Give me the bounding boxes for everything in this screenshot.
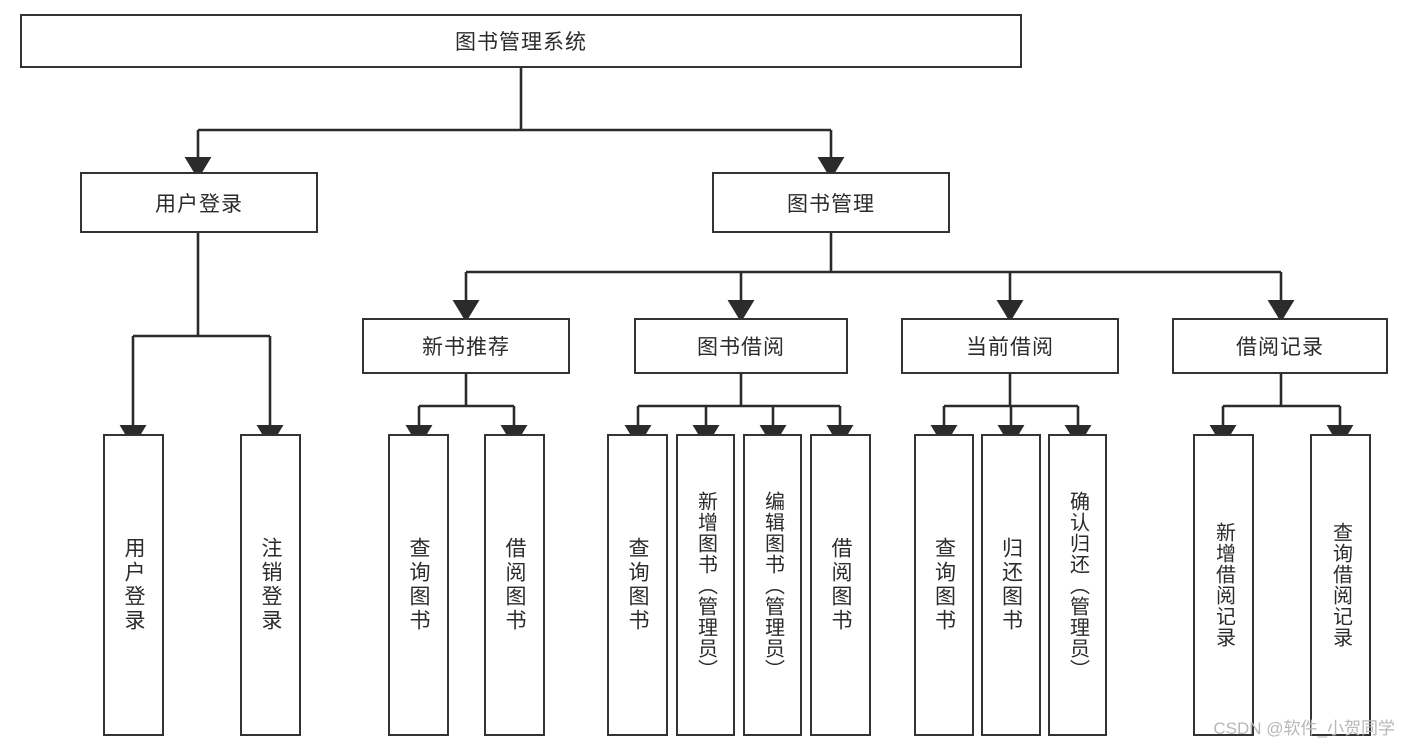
- leaf-book-borrow-edit[interactable]: 编辑图书（管理员）: [743, 434, 802, 736]
- leaf-user-login-logout-label: 注销登录: [259, 537, 282, 633]
- leaf-book-borrow-add[interactable]: 新增图书（管理员）: [676, 434, 735, 736]
- node-root-label: 图书管理系统: [455, 31, 587, 54]
- leaf-new-book-borrow[interactable]: 借阅图书: [484, 434, 545, 736]
- leaf-current-borrow-query[interactable]: 查询图书: [914, 434, 974, 736]
- leaf-book-borrow-add-label: 新增图书（管理员）: [694, 490, 717, 680]
- leaf-borrow-record-add-label: 新增借阅记录: [1212, 522, 1235, 648]
- leaf-current-borrow-confirm-label: 确认归还（管理员）: [1066, 490, 1089, 680]
- node-borrow-record-label: 借阅记录: [1236, 336, 1324, 359]
- leaf-current-borrow-return[interactable]: 归还图书: [981, 434, 1041, 736]
- leaf-current-borrow-query-label: 查询图书: [932, 537, 956, 633]
- leaf-book-borrow-edit-label: 编辑图书（管理员）: [761, 490, 784, 680]
- node-root[interactable]: 图书管理系统: [20, 14, 1022, 68]
- leaf-book-borrow-borrow[interactable]: 借阅图书: [810, 434, 871, 736]
- node-book-borrow[interactable]: 图书借阅: [634, 318, 848, 374]
- leaf-current-borrow-return-label: 归还图书: [999, 537, 1023, 633]
- leaf-user-login-logout[interactable]: 注销登录: [240, 434, 301, 736]
- leaf-current-borrow-confirm[interactable]: 确认归还（管理员）: [1048, 434, 1107, 736]
- leaf-new-book-borrow-label: 借阅图书: [503, 537, 526, 633]
- node-new-book-recommend[interactable]: 新书推荐: [362, 318, 570, 374]
- node-borrow-record[interactable]: 借阅记录: [1172, 318, 1388, 374]
- leaf-book-borrow-query[interactable]: 查询图书: [607, 434, 668, 736]
- node-user-login[interactable]: 用户登录: [80, 172, 318, 233]
- leaf-new-book-query[interactable]: 查询图书: [388, 434, 449, 736]
- leaf-book-borrow-query-label: 查询图书: [626, 537, 649, 633]
- leaf-borrow-record-add[interactable]: 新增借阅记录: [1193, 434, 1254, 736]
- node-new-book-recommend-label: 新书推荐: [422, 336, 510, 359]
- leaf-borrow-record-query-label: 查询借阅记录: [1329, 522, 1352, 648]
- node-book-management-label: 图书管理: [787, 192, 875, 216]
- watermark: CSDN @软件_小贺同学: [1213, 719, 1395, 738]
- node-user-login-label: 用户登录: [155, 192, 243, 216]
- node-current-borrow[interactable]: 当前借阅: [901, 318, 1119, 374]
- leaf-new-book-query-label: 查询图书: [407, 537, 430, 633]
- node-current-borrow-label: 当前借阅: [966, 336, 1054, 359]
- node-book-borrow-label: 图书借阅: [697, 336, 785, 359]
- leaf-borrow-record-query[interactable]: 查询借阅记录: [1310, 434, 1371, 736]
- node-book-management[interactable]: 图书管理: [712, 172, 950, 233]
- leaf-user-login-login-label: 用户登录: [122, 537, 145, 633]
- leaf-user-login-login[interactable]: 用户登录: [103, 434, 164, 736]
- leaf-book-borrow-borrow-label: 借阅图书: [829, 537, 852, 633]
